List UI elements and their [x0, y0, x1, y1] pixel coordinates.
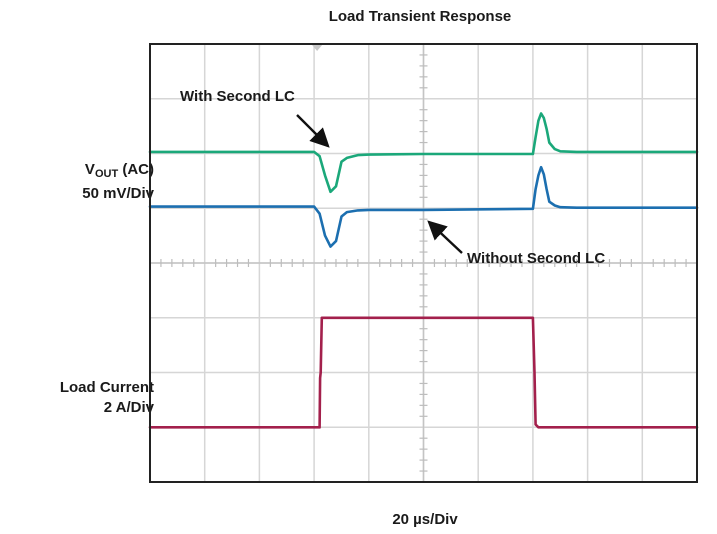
- load-current-axis-label: Load Current 2 A/Div: [60, 378, 154, 418]
- x-axis-label: 20 µs/Div: [392, 511, 458, 528]
- trace-load-current: [148, 316, 699, 429]
- chart-title: Load Transient Response: [328, 8, 512, 25]
- plot-frame: [149, 43, 698, 483]
- annotation-with-second-lc: With Second LC: [180, 88, 295, 105]
- annotation-without-second-lc: Without Second LC: [467, 250, 605, 267]
- load-current-label-line: Load Current: [59, 379, 154, 396]
- annotation-arrow: [296, 114, 330, 148]
- load-current-scale-label: 2 A/Div: [103, 399, 154, 416]
- annotations: With Second LC Without Second LC: [180, 88, 605, 267]
- vout-scale-label: 50 mV/Div: [82, 185, 154, 202]
- traces: [148, 112, 699, 429]
- annotation-arrow: [427, 220, 463, 254]
- vout-label-line: VOUT (AC): [84, 161, 154, 180]
- vout-axis-label: VOUT (AC) 50 mV/Div: [82, 160, 154, 204]
- trigger-marker: [312, 45, 323, 51]
- trace-with-second-lc: [148, 112, 699, 194]
- grid: [150, 44, 697, 482]
- trace-without-second-lc: [148, 165, 699, 248]
